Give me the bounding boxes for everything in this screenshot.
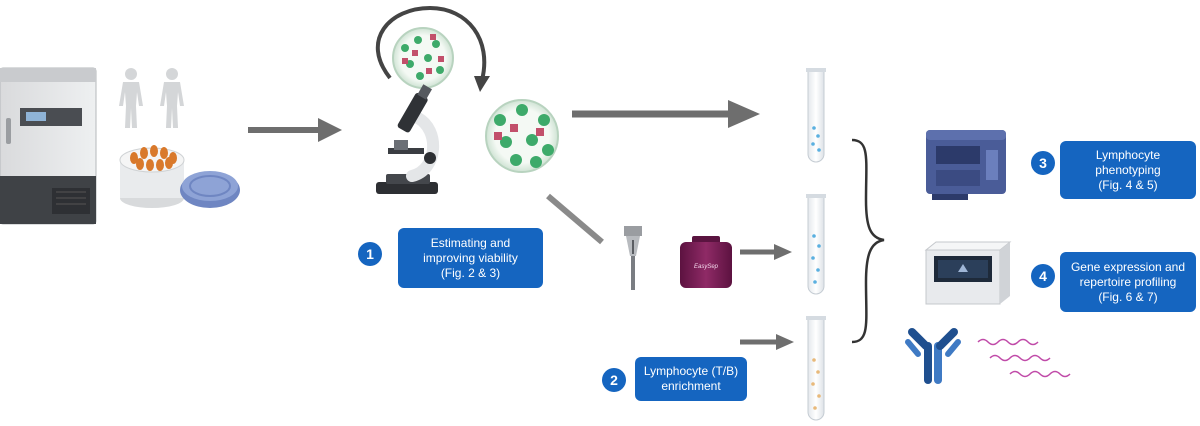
step-3-line-2: phenotyping (1095, 162, 1161, 177)
step-2-line-2: enrichment (661, 379, 721, 393)
step-box-phenotyping: Lymphocyte phenotyping (Fig. 4 & 5) (1060, 141, 1196, 199)
culture-dish-large-icon (485, 99, 559, 173)
sequencer-icon (924, 241, 1012, 305)
arrow-to-tube-top (572, 100, 760, 128)
culture-dish-small-icon (392, 27, 454, 89)
line-to-enrichment (546, 193, 604, 245)
step-2-line-1: Lymphocyte (T/B) (643, 364, 739, 378)
step-3-line-3: (Fig. 4 & 5) (1098, 177, 1158, 192)
test-tube-top (806, 68, 826, 163)
microscope-icon (376, 84, 439, 194)
step-number-4: 4 (1031, 264, 1055, 288)
step-1-line-1: Estimating and (430, 235, 511, 250)
box-lid-icon (180, 171, 240, 208)
freezer-icon (0, 67, 97, 225)
step-4-line-2: repertoire profiling (1079, 274, 1177, 289)
test-tube-bottom (806, 316, 826, 421)
step-4-line-3: (Fig. 6 & 7) (1098, 289, 1158, 304)
pipette-icon (624, 226, 642, 290)
arrow-to-tube-middle (740, 244, 792, 260)
step-1-line-2: improving viability (423, 250, 518, 265)
flow-cytometer-icon (926, 130, 1006, 200)
test-tube-middle (806, 194, 826, 295)
antibody-icon (905, 328, 961, 384)
cryovial-box-icon (119, 145, 185, 208)
step-number-3: 3 (1031, 151, 1055, 175)
arrow-to-tube-bottom (740, 334, 794, 350)
curly-brace-icon (851, 138, 885, 344)
step-3-line-1: Lymphocyte (1095, 147, 1161, 162)
arrow-to-microscope (248, 118, 342, 142)
step-number-1: 1 (358, 242, 382, 266)
step-box-enrichment: Lymphocyte (T/B) enrichment (635, 357, 747, 401)
human-figures-icon (119, 68, 184, 128)
step-1-line-3: (Fig. 2 & 3) (440, 265, 501, 280)
step-box-viability: Estimating and improving viability (Fig.… (398, 228, 543, 288)
easysep-magnet-icon: EasySep (680, 236, 732, 288)
step-number-2: 2 (602, 368, 626, 392)
step-4-line-1: Gene expression and (1070, 259, 1186, 274)
loop-arrow-icon (375, 5, 490, 92)
sequence-waves-icon (977, 338, 1071, 378)
easysep-label: EasySep (694, 264, 719, 270)
step-box-gene-expression: Gene expression and repertoire profiling… (1060, 252, 1196, 312)
